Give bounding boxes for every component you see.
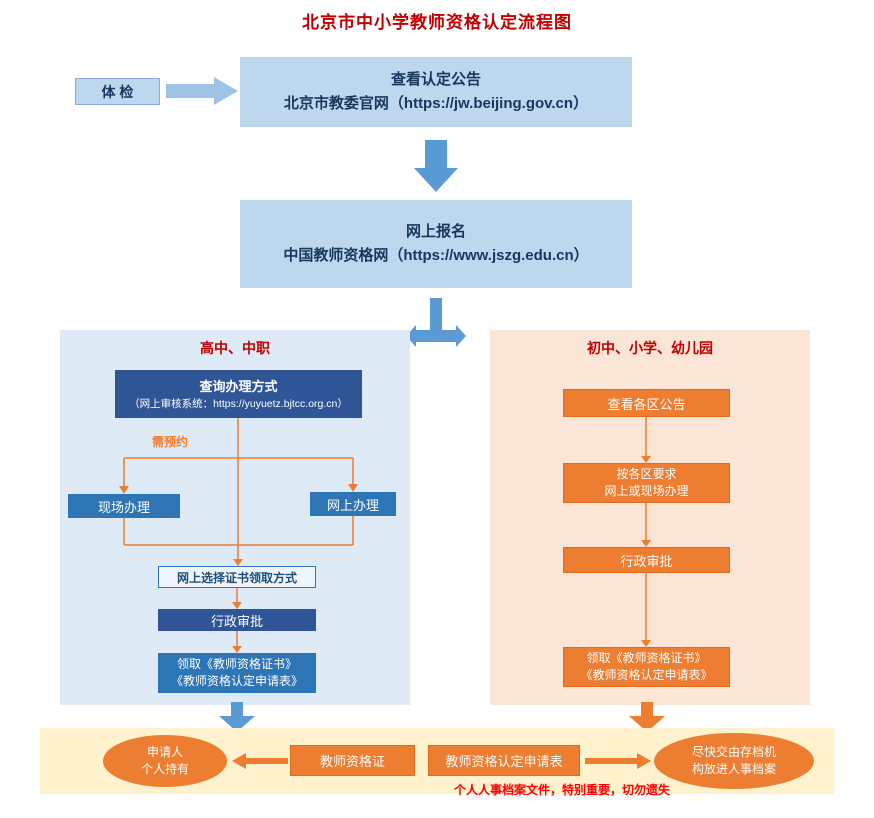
arrow-left-icon — [232, 753, 288, 769]
right-receive-line1: 领取《教师资格证书》 — [586, 651, 707, 665]
application-form-box: 教师资格认定申请表 — [428, 745, 580, 776]
senior-high-panel: 高中、中职 查询办 — [60, 330, 410, 705]
page-title: 北京市中小学教师资格认定流程图 — [302, 13, 572, 32]
district-announcement-box: 查看各区公告 — [563, 389, 730, 417]
certificate-box: 教师资格证 — [290, 745, 415, 776]
reservation-note: 需预约 — [152, 435, 189, 449]
onsite-handle-label: 现场办理 — [97, 499, 150, 515]
right-panel-title: 初中、小学、幼儿园 — [587, 340, 713, 356]
left-panel-down-arrow-icon — [219, 702, 255, 732]
holder-line1: 申请人 — [146, 745, 183, 759]
left-receive-box: 领取《教师资格证书》 《教师资格认定申请表》 — [158, 653, 316, 693]
announcement-box: 查看认定公告 北京市教委官网（https://jw.beijing.gov.cn… — [240, 57, 632, 127]
announcement-title: 查看认定公告 — [390, 71, 481, 88]
district-handle-line2: 网上或现场办理 — [604, 484, 689, 498]
application-form-label: 教师资格认定申请表 — [445, 754, 563, 769]
left-receive-line1: 领取《教师资格证书》 — [176, 657, 297, 671]
arrow-right-small-icon — [585, 753, 651, 769]
query-method-url: （网上审核系统：https://yuyuetz.bjtcc.org.cn） — [129, 397, 348, 410]
archive-line2: 构放进人事档案 — [691, 762, 776, 776]
left-panel-title: 高中、中职 — [200, 340, 270, 356]
right-approval-box: 行政审批 — [563, 547, 730, 573]
registration-title: 网上报名 — [405, 223, 466, 240]
right-receive-line2: 《教师资格认定申请表》 — [580, 668, 713, 682]
district-handle-box: 按各区要求 网上或现场办理 — [563, 463, 730, 503]
right-approval-label: 行政审批 — [620, 553, 673, 569]
right-receive-box: 领取《教师资格证书》 《教师资格认定申请表》 — [563, 647, 730, 687]
query-method-title: 查询办理方式 — [199, 378, 278, 394]
certificate-label: 教师资格证 — [319, 754, 385, 769]
archive-ellipse: 尽快交由存档机 构放进人事档案 — [654, 733, 814, 789]
choose-delivery-label: 网上选择证书领取方式 — [176, 570, 297, 585]
arrow-down-icon — [414, 140, 458, 192]
announcement-url: 北京市教委官网（https://jw.beijing.gov.cn） — [283, 95, 589, 112]
left-receive-line2: 《教师资格认定申请表》 — [170, 674, 303, 688]
online-handle-box: 网上办理 — [310, 492, 396, 516]
online-handle-label: 网上办理 — [326, 497, 379, 513]
registration-box: 网上报名 中国教师资格网（https://www.jszg.edu.cn） — [240, 200, 632, 288]
onsite-handle-box: 现场办理 — [68, 494, 180, 518]
left-approval-box: 行政审批 — [158, 609, 316, 631]
district-announcement-label: 查看各区公告 — [607, 396, 686, 412]
registration-url: 中国教师资格网（https://www.jszg.edu.cn） — [283, 247, 589, 264]
holder-line2: 个人持有 — [140, 762, 189, 776]
archive-line1: 尽快交由存档机 — [691, 745, 776, 759]
query-method-box: 查询办理方式 （网上审核系统：https://yuyuetz.bjtcc.org… — [115, 370, 362, 418]
split-arrow-icon — [406, 298, 466, 347]
choose-delivery-box: 网上选择证书领取方式 — [158, 566, 316, 588]
district-handle-line1: 按各区要求 — [616, 467, 677, 481]
left-approval-label: 行政审批 — [210, 613, 263, 629]
physical-exam-label: 体 检 — [101, 83, 134, 100]
primary-kindergarten-panel: 初中、小学、幼儿园 查看各区公告 按各区要求 网上或现场办理 行政审批 — [490, 330, 810, 705]
right-panel-down-arrow-icon — [629, 702, 665, 732]
holder-ellipse: 申请人 个人持有 — [103, 735, 227, 787]
physical-exam-box: 体 检 — [75, 78, 160, 105]
warning-text: 个人人事档案文件，特别重要，切勿遗失 — [453, 783, 670, 797]
arrow-right-icon — [166, 77, 238, 105]
